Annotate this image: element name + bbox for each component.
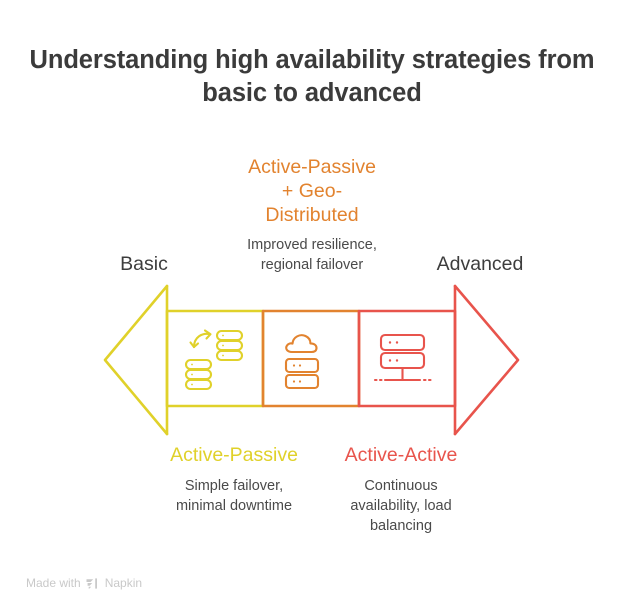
made-with-label: Made with [26, 576, 81, 590]
stage-segment-active-passive[interactable] [165, 309, 265, 408]
page-title: Understanding high availability strategi… [29, 46, 595, 107]
arrow-head-left [103, 284, 169, 436]
server-network-icon [373, 333, 432, 382]
napkin-logo-icon [86, 577, 100, 590]
ha-strategy-arrow-diagram [90, 275, 534, 445]
stage-title-active-active: Active-Active [344, 444, 458, 466]
footer-watermark[interactable]: Made with Napkin [26, 575, 142, 591]
stage-callout-active-passive-geo-distributed: Active-Passive + Geo- Distributed Improv… [214, 155, 410, 275]
arrow-head-right [453, 284, 520, 436]
axis-end-label: Advanced [436, 253, 524, 275]
cloud-server-icon [284, 334, 320, 390]
stage-title-active-passive-geo-distributed: Active-Passive + Geo- Distributed [248, 156, 376, 226]
axis-start-label: Basic [120, 253, 168, 275]
database-sync-icon [184, 329, 244, 391]
stage-description-active-passive: Simple failover, minimal downtime [175, 478, 293, 514]
napkin-brand-label: Napkin [104, 576, 143, 590]
stage-callout-active-active: Active-Active Continuous availability, l… [327, 443, 475, 536]
stage-callout-active-passive: Active-Passive Simple failover, minimal … [153, 443, 315, 516]
stage-description-active-active: Continuous availability, load balancing [350, 478, 452, 534]
stage-description-active-passive-geo-distributed: Improved resilience, regional failover [247, 237, 377, 273]
stage-segment-active-passive-geo-distributed[interactable] [261, 309, 361, 408]
stage-segment-active-active[interactable] [357, 309, 457, 408]
stage-title-active-passive: Active-Passive [170, 444, 298, 466]
